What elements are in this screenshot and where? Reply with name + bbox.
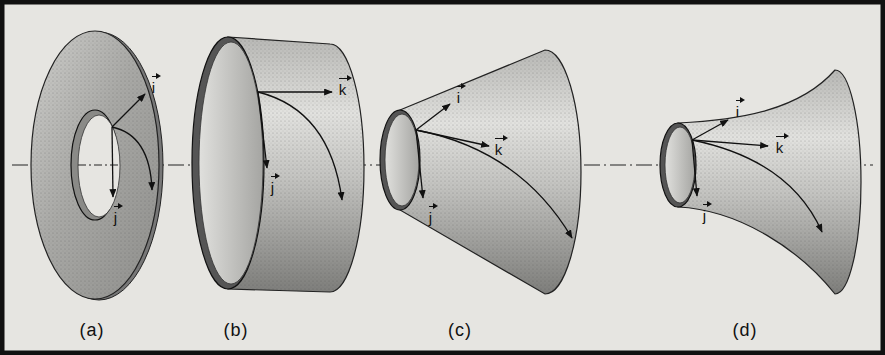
figure-label: (a) [80,321,105,339]
figure-label: (b) [224,321,249,339]
vector-label: k [776,134,787,155]
figure-label: (d) [733,321,758,339]
vector-label: j [703,202,709,223]
vector-label: j [114,204,120,225]
cone-surface [380,50,581,294]
cylinder-surface [192,37,364,292]
vector-label: i [152,74,158,95]
vector-label: k [495,136,506,157]
vector-label: i [457,84,463,105]
vector-label: k [339,76,350,97]
vector-label: j [271,174,277,195]
figure-label: (c) [448,321,472,339]
vector-label: i [736,98,742,119]
vector-label: j [429,204,435,225]
flared-surface [660,70,861,294]
disk-surface [31,31,163,300]
